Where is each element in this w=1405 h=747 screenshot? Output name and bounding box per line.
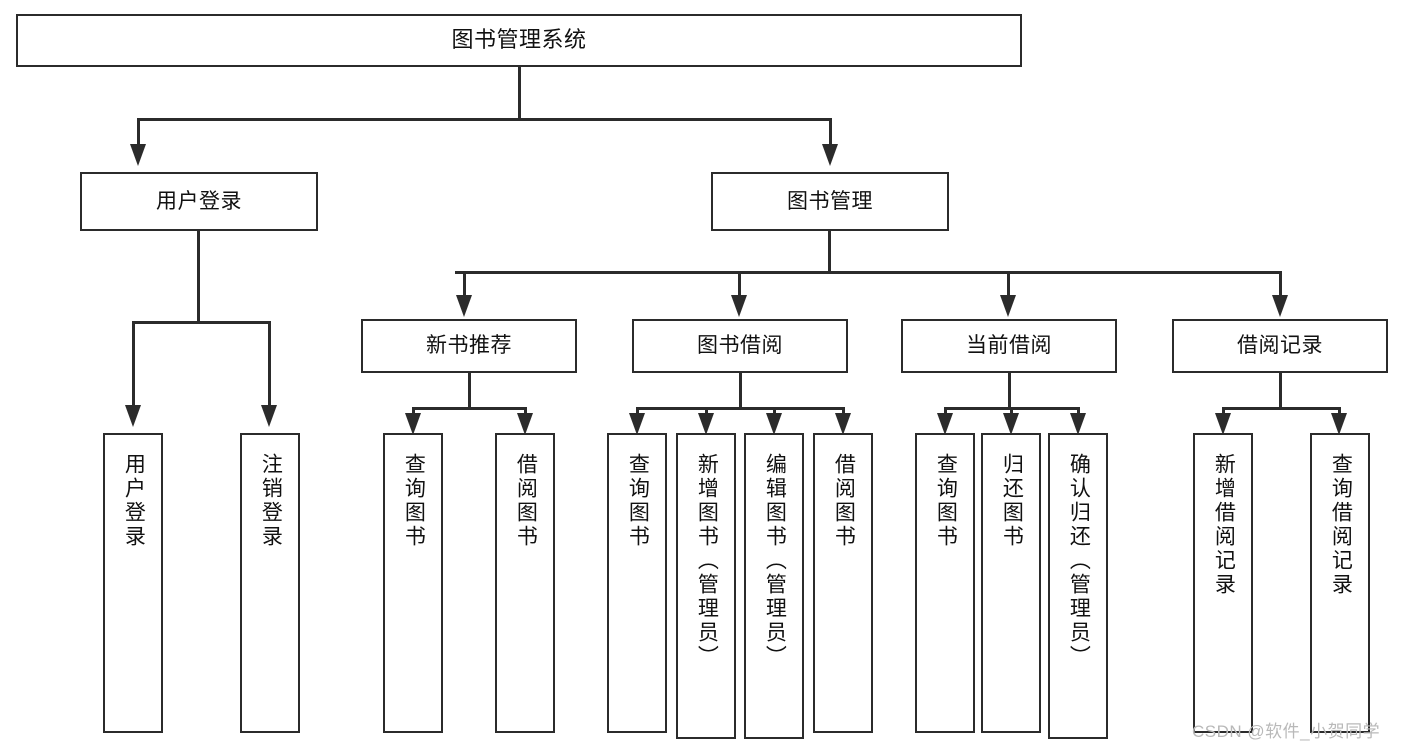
leaf-borrow-record-query[interactable]: 查询借阅记录 (1310, 433, 1370, 733)
leaf-new-book-query[interactable]: 查询图书 (383, 433, 443, 733)
connector-borrow-record-bus (1222, 407, 1340, 410)
node-new-book-recommend[interactable]: 新书推荐 (361, 319, 577, 373)
arrowhead-leaf-bb-1 (629, 413, 645, 435)
node-borrow-record[interactable]: 借阅记录 (1172, 319, 1388, 373)
arrowhead-book-manage (822, 144, 838, 166)
connector-drop-leaf-user-login-1 (132, 321, 135, 407)
leaf-label: 编辑图书（管理员） (763, 453, 787, 669)
connector-drop-leaf-cb-3 (1077, 407, 1080, 415)
connector-level3-bus (455, 271, 1281, 274)
arrowhead-leaf-cb-2 (1003, 413, 1019, 435)
leaf-current-borrow-query[interactable]: 查询图书 (915, 433, 975, 733)
arrowhead-borrow-record (1272, 295, 1288, 317)
connector-drop-new-book (463, 271, 466, 297)
leaf-label: 用户登录 (122, 453, 146, 549)
arrowhead-leaf-br-2 (1331, 413, 1347, 435)
arrowhead-leaf-bb-2 (698, 413, 714, 435)
leaf-book-borrow-query[interactable]: 查询图书 (607, 433, 667, 733)
node-label: 新书推荐 (426, 334, 512, 358)
node-label: 用户登录 (156, 189, 242, 213)
leaf-borrow-record-add[interactable]: 新增借阅记录 (1193, 433, 1253, 733)
node-label: 借阅记录 (1237, 334, 1323, 358)
arrowhead-leaf-user-login-2 (261, 405, 277, 427)
connector-borrow-record-stem (1279, 373, 1282, 409)
connector-drop-leaf-bb-3 (773, 407, 776, 415)
connector-drop-leaf-bb-1 (636, 407, 639, 415)
node-book-borrow[interactable]: 图书借阅 (632, 319, 848, 373)
arrowhead-leaf-bb-3 (766, 413, 782, 435)
node-current-borrow[interactable]: 当前借阅 (901, 319, 1117, 373)
leaf-label: 查询借阅记录 (1329, 453, 1353, 597)
leaf-label: 查询图书 (626, 453, 650, 549)
leaf-label: 查询图书 (402, 453, 426, 549)
connector-drop-leaf-cb-1 (944, 407, 947, 415)
connector-drop-leaf-bb-2 (705, 407, 708, 415)
connector-drop-leaf-nb-2 (524, 407, 527, 415)
connector-drop-book-borrow (738, 271, 741, 297)
leaf-user-login-login[interactable]: 用户登录 (103, 433, 163, 733)
arrowhead-current-borrow (1000, 295, 1016, 317)
arrowhead-leaf-br-1 (1215, 413, 1231, 435)
arrowhead-leaf-bb-4 (835, 413, 851, 435)
node-root-system[interactable]: 图书管理系统 (16, 14, 1022, 67)
connector-book-borrow-stem (739, 373, 742, 409)
arrowhead-leaf-nb-2 (517, 413, 533, 435)
leaf-current-borrow-confirm-return[interactable]: 确认归还（管理员） (1048, 433, 1108, 739)
connector-user-login-stem (197, 231, 200, 323)
arrowhead-new-book (456, 295, 472, 317)
arrowhead-book-borrow (731, 295, 747, 317)
leaf-label: 归还图书 (1000, 453, 1024, 549)
leaf-label: 查询图书 (934, 453, 958, 549)
node-label: 图书管理 (787, 189, 873, 213)
connector-book-manage-stem (828, 231, 831, 273)
arrowhead-leaf-nb-1 (405, 413, 421, 435)
arrowhead-leaf-user-login-1 (125, 405, 141, 427)
connector-drop-borrow-record (1279, 271, 1282, 297)
connector-root-bus (137, 118, 831, 121)
leaf-label: 确认归还（管理员） (1067, 453, 1091, 669)
leaf-book-borrow-edit[interactable]: 编辑图书（管理员） (744, 433, 804, 739)
connector-new-book-bus (412, 407, 526, 410)
node-label: 当前借阅 (966, 334, 1052, 358)
leaf-label: 注销登录 (259, 453, 283, 549)
leaf-user-login-logout[interactable]: 注销登录 (240, 433, 300, 733)
arrowhead-leaf-cb-3 (1070, 413, 1086, 435)
node-user-login[interactable]: 用户登录 (80, 172, 318, 231)
connector-drop-leaf-user-login-2 (268, 321, 271, 407)
leaf-book-borrow-borrow[interactable]: 借阅图书 (813, 433, 873, 733)
connector-drop-leaf-bb-4 (842, 407, 845, 415)
connector-drop-leaf-nb-1 (412, 407, 415, 415)
connector-new-book-stem (468, 373, 471, 409)
connector-current-borrow-stem (1008, 373, 1011, 409)
leaf-label: 新增借阅记录 (1212, 453, 1236, 597)
leaf-label: 新增图书（管理员） (695, 453, 719, 669)
node-book-management[interactable]: 图书管理 (711, 172, 949, 231)
connector-drop-leaf-br-2 (1338, 407, 1341, 415)
connector-drop-book-manage (829, 118, 832, 146)
leaf-book-borrow-add[interactable]: 新增图书（管理员） (676, 433, 736, 739)
arrowhead-leaf-cb-1 (937, 413, 953, 435)
connector-root-stem (518, 67, 521, 120)
connector-user-login-bus (132, 321, 270, 324)
connector-drop-user-login (137, 118, 140, 146)
leaf-current-borrow-return[interactable]: 归还图书 (981, 433, 1041, 733)
arrowhead-user-login (130, 144, 146, 166)
connector-drop-leaf-br-1 (1222, 407, 1225, 415)
node-label: 图书借阅 (697, 334, 783, 358)
connector-drop-current-borrow (1007, 271, 1010, 297)
node-label: 图书管理系统 (451, 27, 587, 53)
leaf-label: 借阅图书 (514, 453, 538, 549)
leaf-label: 借阅图书 (832, 453, 856, 549)
connector-drop-leaf-cb-2 (1010, 407, 1013, 415)
csdn-watermark: CSDN @软件_小贺同学 (1192, 722, 1381, 741)
leaf-new-book-borrow[interactable]: 借阅图书 (495, 433, 555, 733)
connector-book-borrow-bus (636, 407, 844, 410)
